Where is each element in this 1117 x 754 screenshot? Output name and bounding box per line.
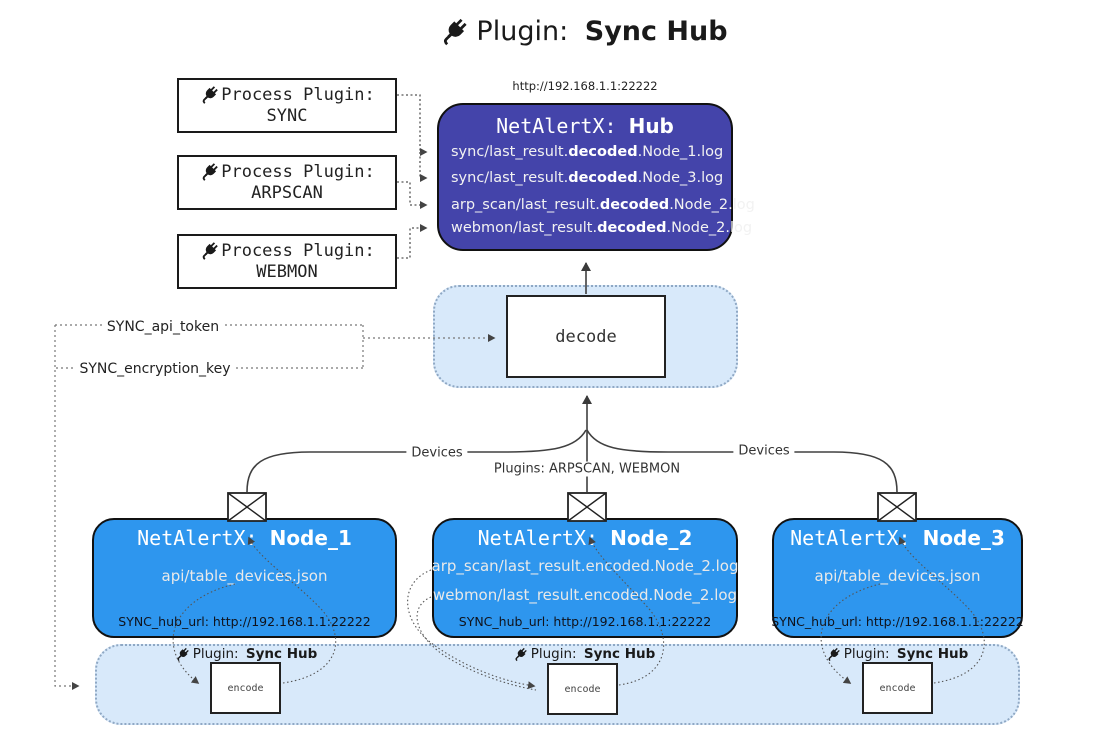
process-plugin-name: SYNC	[266, 106, 308, 126]
encode-box: encode	[210, 662, 281, 714]
node-hub-url: SYNC_hub_url: http://192.168.1.1:22222	[118, 614, 371, 629]
encoder-plugin-label: Plugin: Sync Hub	[175, 646, 317, 662]
process-plugin-name: WEBMON	[256, 262, 318, 282]
sync-encryption-key-label: SYNC_encryption_key	[75, 361, 235, 377]
title-prefix: Plugin:	[476, 16, 577, 47]
encoder-plugin-label: Plugin: Sync Hub	[826, 646, 968, 662]
node-file: arp_scan/last_result.encoded.Node_2.log	[431, 557, 739, 575]
node-file: api/table_devices.json	[814, 567, 981, 585]
node-title: NetAlertX: Node_1	[137, 526, 352, 550]
node-1-box: NetAlertX: Node_1 api/table_devices.json…	[92, 518, 397, 638]
process-plugin-name: ARPSCAN	[251, 183, 323, 203]
plug-icon	[828, 647, 840, 661]
title-name: Sync Hub	[584, 16, 728, 47]
node-title: NetAlertX: Node_3	[790, 526, 1005, 550]
node-hub-url: SYNC_hub_url: http://192.168.1.1:22222	[458, 614, 712, 629]
process-plugin-box-webmon: Process Plugin: WEBMON	[177, 234, 397, 289]
process-plugin-box-arpscan: Process Plugin: ARPSCAN	[177, 155, 397, 210]
plug-icon	[202, 163, 219, 181]
node-2-box: NetAlertX: Node_2 arp_scan/last_result.e…	[431, 518, 739, 638]
plugins-middle-label: Plugins: ARPSCAN, WEBMON	[488, 461, 686, 477]
process-plugin-box-sync: Process Plugin: SYNC	[177, 78, 397, 133]
hub-file-line: webmon/last_result.decoded.Node_2.log	[451, 220, 753, 236]
encoder-plugin-label: Plugin: Sync Hub	[513, 646, 655, 662]
hub-file-line: arp_scan/last_result.decoded.Node_2.log	[451, 197, 755, 213]
sync-api-token-label: SYNC_api_token	[102, 319, 224, 335]
plug-icon	[177, 647, 189, 661]
hub-url-label: http://192.168.1.1:22222	[512, 79, 658, 93]
plug-icon	[202, 86, 219, 104]
decode-box: decode	[506, 295, 666, 378]
node-3-box: NetAlertX: Node_3 api/table_devices.json…	[771, 518, 1024, 638]
envelope-icon	[567, 492, 607, 522]
process-plugin-label: Process Plugin:	[221, 241, 375, 261]
envelope-icon	[877, 492, 917, 522]
hub-title: NetAlertX: Hub	[496, 114, 674, 138]
devices-left-label: Devices	[406, 445, 468, 461]
devices-right-label: Devices	[733, 443, 795, 459]
plug-icon	[443, 18, 467, 45]
page-title: Plugin: Sync Hub	[438, 16, 728, 47]
node-file: webmon/last_result.encoded.Node_2.log	[432, 586, 738, 604]
node-title: NetAlertX: Node_2	[477, 526, 693, 550]
envelope-icon	[227, 492, 267, 522]
hub-file-line: sync/last_result.decoded.Node_3.log	[451, 170, 724, 186]
plug-icon	[202, 242, 219, 260]
encode-box: encode	[547, 663, 618, 715]
process-plugin-label: Process Plugin:	[221, 162, 375, 182]
plug-icon	[515, 647, 527, 661]
hub-file-line: sync/last_result.decoded.Node_1.log	[451, 144, 724, 160]
node-file: api/table_devices.json	[161, 567, 328, 585]
hub-box: NetAlertX: Hub sync/last_result.decoded.…	[437, 103, 755, 251]
process-plugin-label: Process Plugin:	[221, 85, 375, 105]
encode-box: encode	[862, 662, 933, 714]
node-hub-url: SYNC_hub_url: http://192.168.1.1:22222	[771, 614, 1024, 629]
